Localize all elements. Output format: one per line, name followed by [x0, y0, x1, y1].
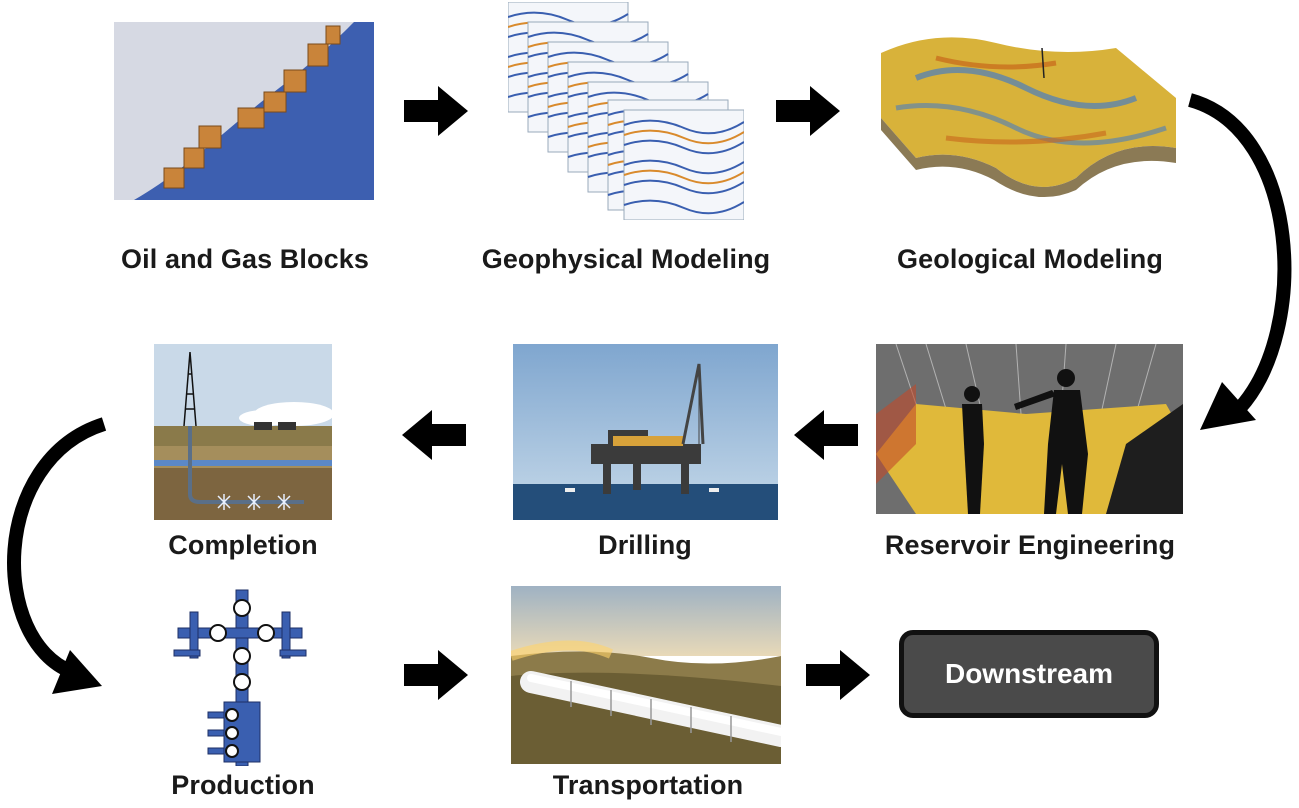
stage-label-geophysical-modeling: Geophysical Modeling — [481, 244, 771, 274]
drilling-image — [513, 344, 778, 520]
geological-modeling-image — [876, 18, 1188, 200]
arrow-left-2 — [402, 410, 466, 460]
arrow-right-2 — [776, 86, 840, 136]
arrow-left-1 — [794, 410, 858, 460]
downstream-label: Downstream — [944, 658, 1114, 689]
curved-arrow-left — [7, 417, 107, 694]
stage-label-completion: Completion — [168, 530, 318, 560]
transportation-image — [511, 586, 781, 764]
stage-label-reservoir-engineering: Reservoir Engineering — [884, 530, 1176, 560]
completion-image — [154, 344, 332, 520]
arrow-right-4 — [806, 650, 870, 700]
arrow-right-3 — [404, 650, 468, 700]
production-image — [170, 582, 310, 766]
stage-label-drilling: Drilling — [598, 530, 692, 560]
stage-label-transportation: Transportation — [552, 770, 744, 800]
downstream-box: Downstream — [899, 630, 1159, 718]
geophysical-modeling-image — [508, 2, 744, 220]
reservoir-engineering-image — [876, 344, 1183, 514]
arrow-right-1 — [404, 86, 468, 136]
stage-label-geological-modeling: Geological Modeling — [897, 244, 1163, 274]
curved-arrow-right — [1187, 93, 1292, 430]
oil-gas-blocks-image — [114, 22, 374, 200]
stage-label-oil-gas-blocks: Oil and Gas Blocks — [121, 244, 369, 274]
stage-label-production: Production — [171, 770, 315, 800]
